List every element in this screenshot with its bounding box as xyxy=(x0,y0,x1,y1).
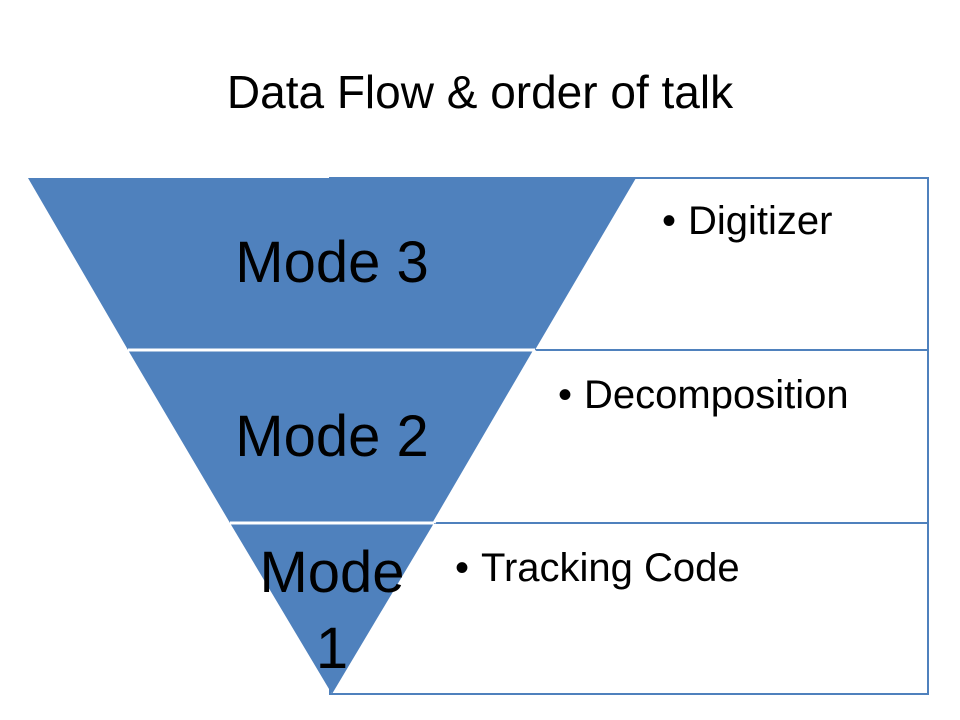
mode-label-1-number: 1 xyxy=(316,616,348,681)
description-box-mode-1 xyxy=(329,522,929,695)
description-bullet-mode-1: • xyxy=(455,546,469,590)
mode-label-2: Mode 2 xyxy=(235,404,428,469)
funnel-segment-mode-1 xyxy=(230,523,434,694)
description-text-mode-1: Tracking Code xyxy=(481,546,740,590)
mode-label-3: Mode 3 xyxy=(235,230,428,295)
funnel-edge xyxy=(432,349,537,524)
description-bullet-mode-2: • xyxy=(558,373,572,417)
funnel-segment-mode-2 xyxy=(128,350,535,523)
slide-title: Data Flow & order of talk xyxy=(226,66,734,118)
description-text-mode-2: Decomposition xyxy=(584,373,849,417)
description-text-mode-3: Digitizer xyxy=(688,199,832,243)
funnel-segment-mode-3 xyxy=(28,178,636,350)
mode-label-1: Mode xyxy=(259,540,404,605)
description-bullet-mode-3: • xyxy=(662,199,676,243)
